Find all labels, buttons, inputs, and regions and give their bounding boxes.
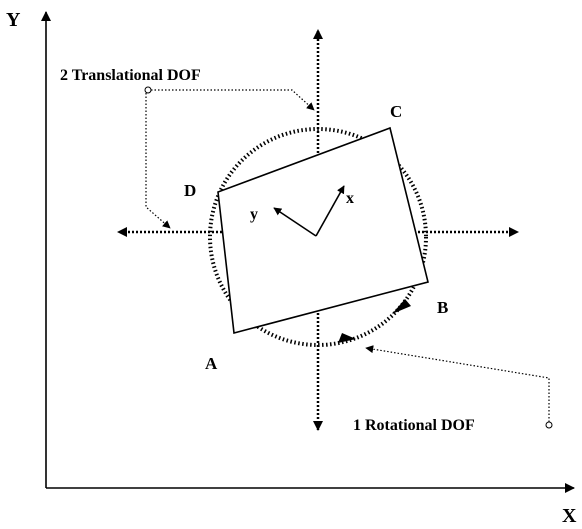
local-y-label: y (250, 206, 258, 223)
translational-leader-to-up (151, 89, 315, 111)
local-frame: x y (250, 185, 354, 237)
local-y-axis (273, 207, 317, 237)
corner-label-b: B (437, 298, 448, 317)
global-axes: Y X (6, 9, 577, 527)
rotational-leader (365, 345, 550, 422)
corner-label-a: A (205, 354, 218, 373)
local-x-axis (315, 185, 345, 237)
translational-callout-anchor (144, 86, 152, 94)
rotation-arrowhead-b (392, 299, 411, 314)
corner-label-c: C (390, 102, 402, 121)
global-x-label: X (562, 505, 577, 527)
rotational-callout: 1 Rotational DOF (353, 345, 553, 434)
rotational-dof-label: 1 Rotational DOF (353, 417, 475, 434)
translational-leader-to-left (145, 93, 171, 229)
corner-labels: A B C D (184, 102, 448, 373)
global-y-label: Y (6, 9, 21, 31)
local-x-label: x (346, 190, 354, 207)
translational-dof-label: 2 Translational DOF (60, 67, 201, 84)
rotation-arrowhead-bottom (338, 333, 356, 343)
rotation-arrows (338, 299, 411, 343)
rigid-body (217, 126, 429, 335)
corner-label-d: D (184, 181, 196, 200)
translational-callout: 2 Translational DOF (60, 67, 315, 229)
rotational-callout-anchor (545, 421, 553, 429)
